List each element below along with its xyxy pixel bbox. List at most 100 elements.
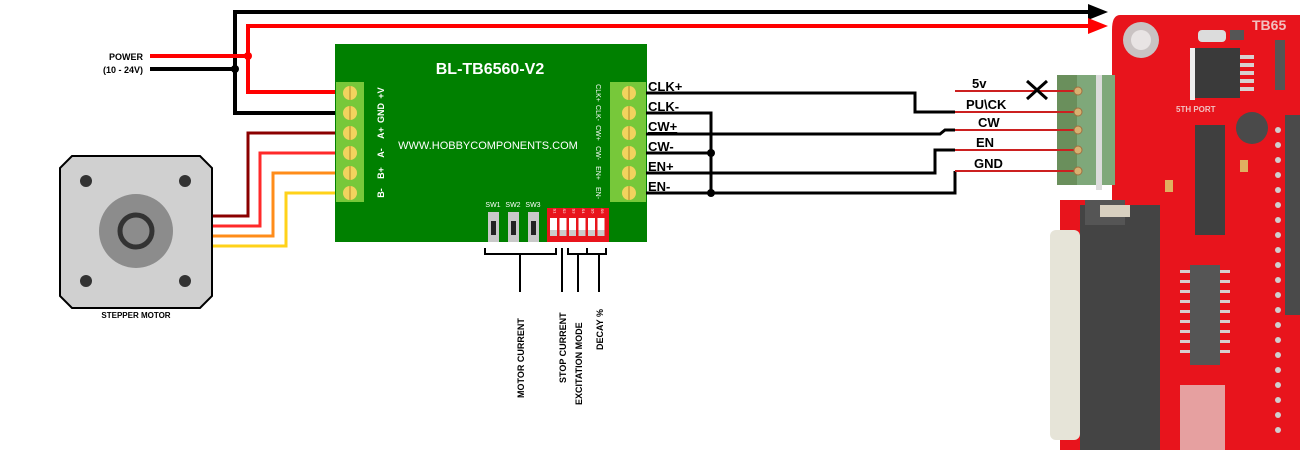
left-pin-label: GND bbox=[376, 103, 386, 124]
left-pin-labels: +V GND A+ A- B+ B- bbox=[376, 87, 386, 197]
motor-mount-hole bbox=[179, 175, 191, 187]
dip-switch[interactable]: S5 bbox=[588, 209, 596, 236]
arrow-positive bbox=[1088, 18, 1108, 34]
junction-dot bbox=[231, 65, 239, 73]
regulator-chip bbox=[1195, 48, 1240, 98]
controller-pin: CW bbox=[955, 115, 1083, 135]
screw-terminal bbox=[622, 126, 636, 140]
controller-pin: PU\CK bbox=[955, 97, 1083, 117]
screw-terminal bbox=[622, 146, 636, 160]
controller-board: TB65 5TH PORT bbox=[1050, 15, 1300, 450]
power-negative-wire bbox=[150, 10, 1092, 71]
motor-wire-a-minus bbox=[212, 151, 340, 228]
controller-pin: GND bbox=[955, 156, 1083, 176]
left-pin-label: B+ bbox=[376, 167, 386, 179]
ic-chip bbox=[1195, 125, 1225, 235]
ic-chip-lower bbox=[1190, 265, 1220, 365]
dip-switch[interactable]: S1 bbox=[550, 209, 558, 236]
left-pin-label: A+ bbox=[376, 127, 386, 139]
screw-terminal bbox=[622, 166, 636, 180]
wire-common-ground bbox=[646, 171, 957, 195]
motor-shaft bbox=[117, 212, 155, 250]
slide-switch[interactable]: SW2 bbox=[505, 202, 521, 242]
dip-switch[interactable]: S4 bbox=[578, 209, 587, 236]
left-pin-label: +V bbox=[376, 87, 386, 98]
controller-pin-label: PU\CK bbox=[966, 97, 1007, 112]
signal-label: CLK- bbox=[648, 99, 679, 114]
controller-pin-label: EN bbox=[976, 135, 994, 150]
driver-right-terminal-block bbox=[610, 82, 646, 202]
power-label: POWER bbox=[109, 52, 144, 62]
motor-wiring bbox=[212, 131, 340, 248]
right-pin-label: CW- bbox=[594, 146, 601, 161]
dip-switch[interactable]: S6 bbox=[597, 209, 606, 236]
screw-terminal bbox=[343, 106, 357, 120]
left-screw-terminals bbox=[343, 86, 357, 200]
motor-mount-hole bbox=[80, 175, 92, 187]
junction-dot bbox=[707, 149, 715, 157]
inductor bbox=[1236, 112, 1268, 144]
db25-connector bbox=[1080, 205, 1160, 450]
screw-terminal bbox=[622, 106, 636, 120]
power-positive-wire bbox=[150, 24, 1092, 58]
db25-connector-shell bbox=[1050, 230, 1080, 440]
slide-switches: SW1 SW2 SW3 bbox=[485, 202, 541, 242]
controller-pin-label: GND bbox=[974, 156, 1003, 171]
right-pin-label: EN- bbox=[594, 187, 601, 200]
right-pin-label: CW+ bbox=[594, 125, 601, 141]
controller-pin-pad bbox=[1073, 145, 1083, 155]
stepper-motor bbox=[59, 155, 213, 309]
controller-pin: 5v bbox=[955, 76, 1083, 96]
power-wiring bbox=[150, 4, 1108, 115]
slide-switch-label: SW1 bbox=[485, 202, 500, 209]
screw-terminal bbox=[343, 186, 357, 200]
motor-wire-b-minus bbox=[212, 191, 340, 248]
screw-terminal bbox=[343, 146, 357, 160]
driver-left-terminal-block bbox=[336, 82, 364, 202]
not-connected-marker bbox=[1025, 79, 1049, 101]
dip-switch[interactable]: S3 bbox=[569, 209, 577, 236]
right-pin-label: CLK- bbox=[594, 105, 601, 122]
pcb-silkscreen-top: TB65 bbox=[1252, 17, 1286, 33]
motor-current-bracket bbox=[484, 248, 557, 255]
annotation-stop-current: STOP CURRENT bbox=[558, 312, 568, 383]
dip-switch-label: S6 bbox=[600, 209, 605, 215]
motor-mount-hole bbox=[80, 275, 92, 287]
controller-pin: EN bbox=[955, 135, 1083, 155]
screw-terminal bbox=[343, 86, 357, 100]
annotation-decay: DECAY % bbox=[595, 309, 605, 350]
right-screw-terminals bbox=[622, 86, 636, 200]
annotation-excitation-mode: EXCITATION MODE bbox=[574, 322, 584, 405]
annotation-motor-current: MOTOR CURRENT bbox=[516, 318, 526, 398]
signal-label: CW+ bbox=[648, 119, 678, 134]
screw-terminal bbox=[622, 86, 636, 100]
wire-cw-plus bbox=[646, 128, 955, 136]
motor-wire-b-plus bbox=[212, 171, 340, 238]
signal-label: EN- bbox=[648, 179, 670, 194]
signal-label: CW- bbox=[648, 139, 674, 154]
junction-dot bbox=[707, 189, 715, 197]
controller-pin-pad bbox=[1073, 86, 1083, 96]
slide-switch-label: SW2 bbox=[505, 202, 520, 209]
dip-switch-label: S5 bbox=[591, 209, 596, 215]
slide-switch[interactable]: SW1 bbox=[485, 202, 501, 242]
signal-labels: CLK+CLK-CW+CW-EN+EN- bbox=[648, 79, 683, 194]
dip-switch-label: S4 bbox=[581, 209, 586, 215]
right-pin-label: EN+ bbox=[594, 166, 601, 180]
junction-dot bbox=[244, 52, 252, 60]
left-pin-label: A- bbox=[376, 148, 386, 158]
dip-switch-label: S3 bbox=[572, 209, 577, 215]
dip-switch[interactable]: S2 bbox=[559, 209, 568, 236]
controller-pin-label: 5v bbox=[972, 76, 987, 91]
slide-switch-label: SW3 bbox=[525, 202, 540, 209]
motor-label: STEPPER MOTOR bbox=[101, 311, 170, 320]
controller-pin-pad bbox=[1073, 107, 1083, 117]
right-pin-label: CLK+ bbox=[594, 84, 601, 102]
left-pin-label: B- bbox=[376, 188, 386, 198]
screw-terminal bbox=[622, 186, 636, 200]
right-pin-labels: CLK+ CLK- CW+ CW- EN+ EN- bbox=[594, 84, 601, 200]
signal-label: CLK+ bbox=[648, 79, 683, 94]
slide-switch[interactable]: SW3 bbox=[525, 202, 541, 242]
